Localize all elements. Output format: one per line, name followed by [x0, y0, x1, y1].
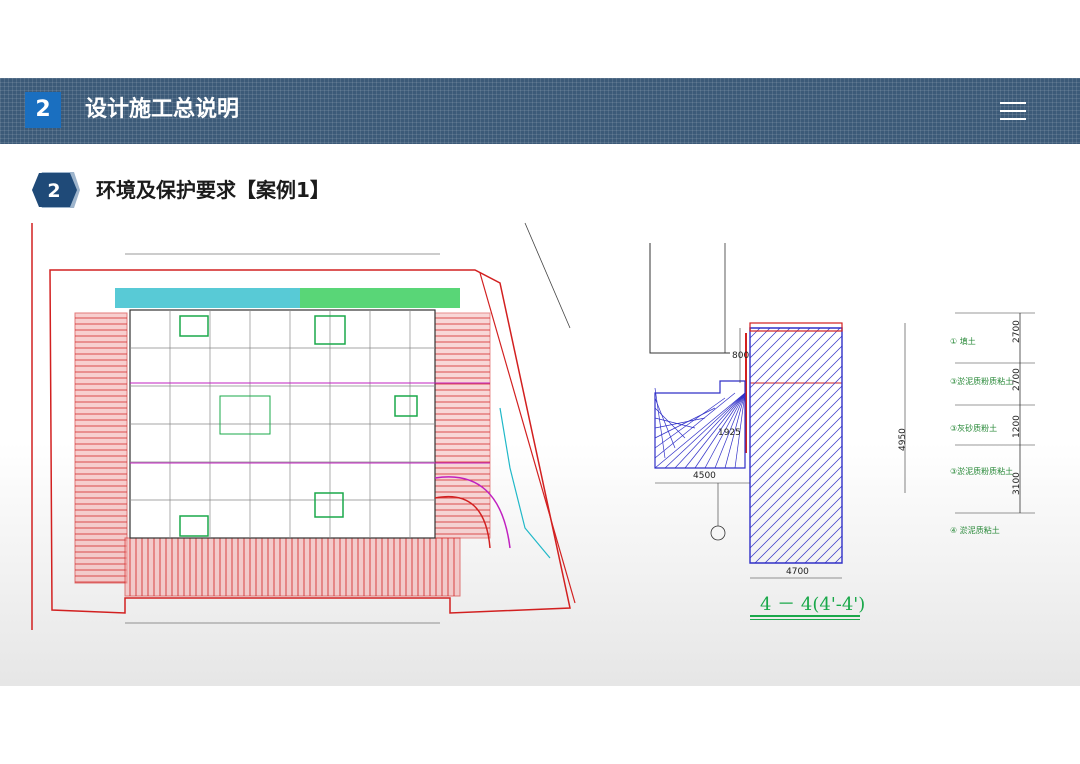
- hamburger-menu-icon[interactable]: [994, 98, 1032, 124]
- dim-3100: 3100: [1012, 472, 1022, 495]
- soil-layer: ④ 淤泥质粘土: [950, 526, 1000, 535]
- hexagon-badge-icon: 2: [32, 172, 80, 208]
- slide: 2 设计施工总说明 2 环境及保护要求【案例1】: [0, 78, 1080, 686]
- site-plan-drawing: [31, 222, 576, 630]
- section-drawing: [649, 243, 1035, 579]
- dim-1925: 1925: [718, 428, 741, 438]
- hexagon-number: 2: [47, 180, 60, 202]
- section-annotations: 800 4950 1925 4500 4700 2700 2700 1200 3…: [610, 233, 1070, 623]
- section-number-badge: 2: [25, 92, 61, 128]
- section-label: 4 － 4(4'-4'): [760, 594, 866, 615]
- soil-layer: ③淤泥质粉质粘土: [950, 377, 1014, 386]
- dim-2700b: 2700: [1012, 368, 1022, 391]
- soil-layer: ① 填土: [950, 337, 976, 346]
- soil-layer: ③淤泥质粉质粘土: [950, 467, 1014, 476]
- section-label-underline: [750, 615, 860, 620]
- menu-line: [1000, 118, 1026, 120]
- header-banner: 2 设计施工总说明: [0, 78, 1080, 144]
- page-title: 设计施工总说明: [85, 97, 240, 122]
- section-heading-title: 环境及保护要求【案例1】: [96, 178, 330, 202]
- menu-line: [1000, 110, 1026, 112]
- menu-line: [1000, 102, 1026, 104]
- dim-4500: 4500: [693, 471, 716, 481]
- dim-1200: 1200: [1012, 415, 1022, 438]
- dim-4950: 4950: [898, 428, 908, 451]
- soil-layer: ③灰砂质粉土: [950, 424, 998, 433]
- dim-2700a: 2700: [1012, 320, 1022, 343]
- dim-800: 800: [732, 351, 750, 361]
- dim-4700: 4700: [786, 567, 809, 577]
